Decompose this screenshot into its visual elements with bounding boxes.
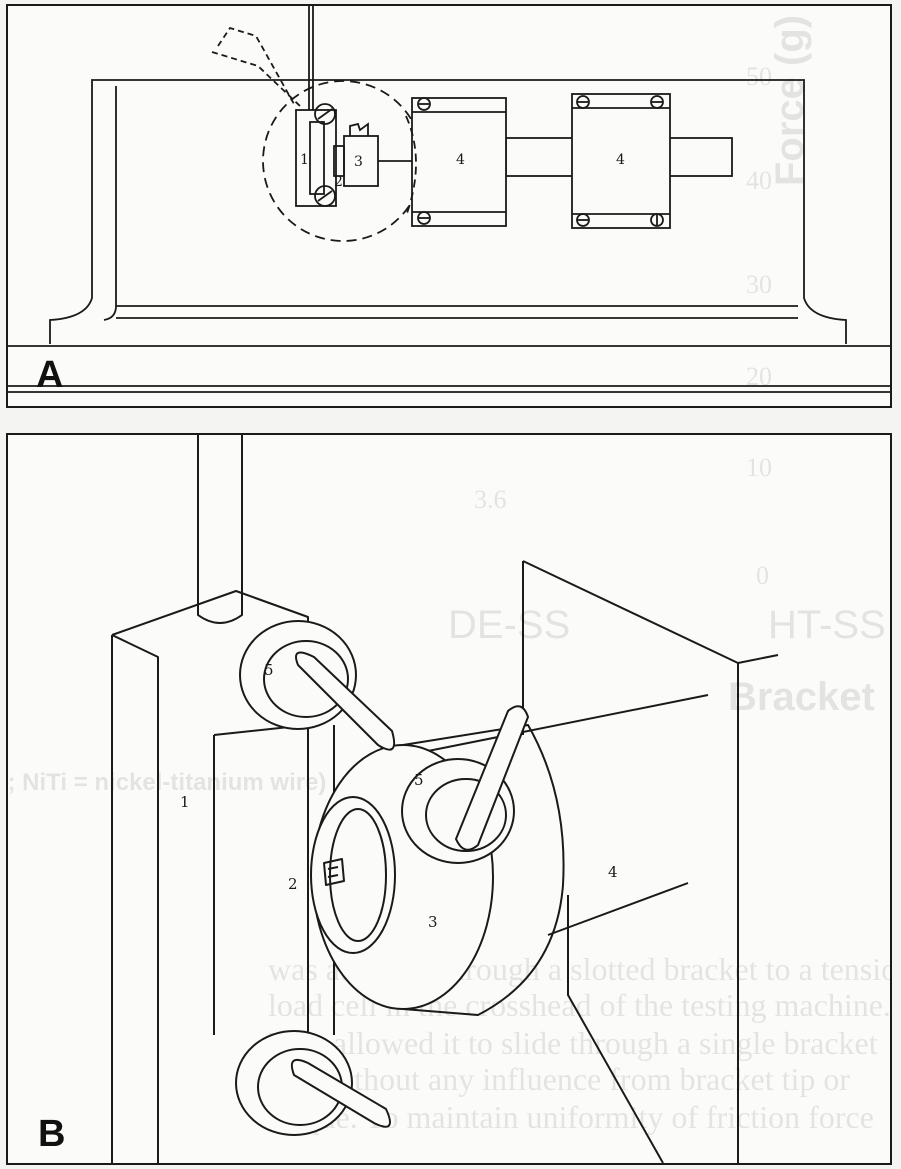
- ghost-tick-0: 0: [756, 561, 769, 590]
- callout-5-right: 5: [414, 771, 424, 789]
- callout-2: 2: [334, 174, 343, 190]
- callout-4-right: 4: [616, 152, 625, 168]
- ghost-category-1: DE-SS: [448, 603, 571, 647]
- ghost-body-line-3: This allowed it to slide through a singl…: [268, 1025, 878, 1061]
- panel-letter-a: A: [36, 354, 64, 396]
- ghost-tick-30: 30: [746, 270, 772, 299]
- callout-5-top: 5: [264, 661, 274, 679]
- testing-jig-front-view: 1 2 3 4 4: [8, 6, 890, 393]
- ghost-tick-50: 50: [746, 62, 772, 91]
- callout-1: 1: [300, 152, 309, 168]
- callout-4: 4: [608, 863, 618, 881]
- ghost-body-line-4: slot without any influence from bracket …: [268, 1061, 851, 1097]
- callout-3: 3: [428, 913, 438, 931]
- ghost-tick-40: 40: [746, 166, 772, 195]
- panel-letter-b: B: [38, 1113, 66, 1155]
- ghost-bar-value: 3.6: [474, 485, 507, 514]
- ghost-x-title: Bracket: [728, 675, 875, 719]
- testing-jig-perspective-view: 1 2 3 4 5 5: [111, 435, 779, 1163]
- ghost-caption: Fig. 2 Mean kinetic frictional forces (D…: [7, 769, 327, 796]
- ghost-tick-10: 10: [746, 453, 772, 482]
- figure-panel-a: 50 40 30 20 Force (g): [6, 4, 892, 408]
- callout-2: 2: [288, 875, 298, 893]
- callout-4-left: 4: [456, 152, 465, 168]
- ghost-category-2: HT-SS: [768, 603, 886, 647]
- figure-panel-b: 10 0 3.6 DE-SS HT-SS Bracket Fig. 2 Mean…: [6, 433, 892, 1165]
- callout-1: 1: [180, 793, 190, 811]
- callout-3: 3: [354, 154, 363, 170]
